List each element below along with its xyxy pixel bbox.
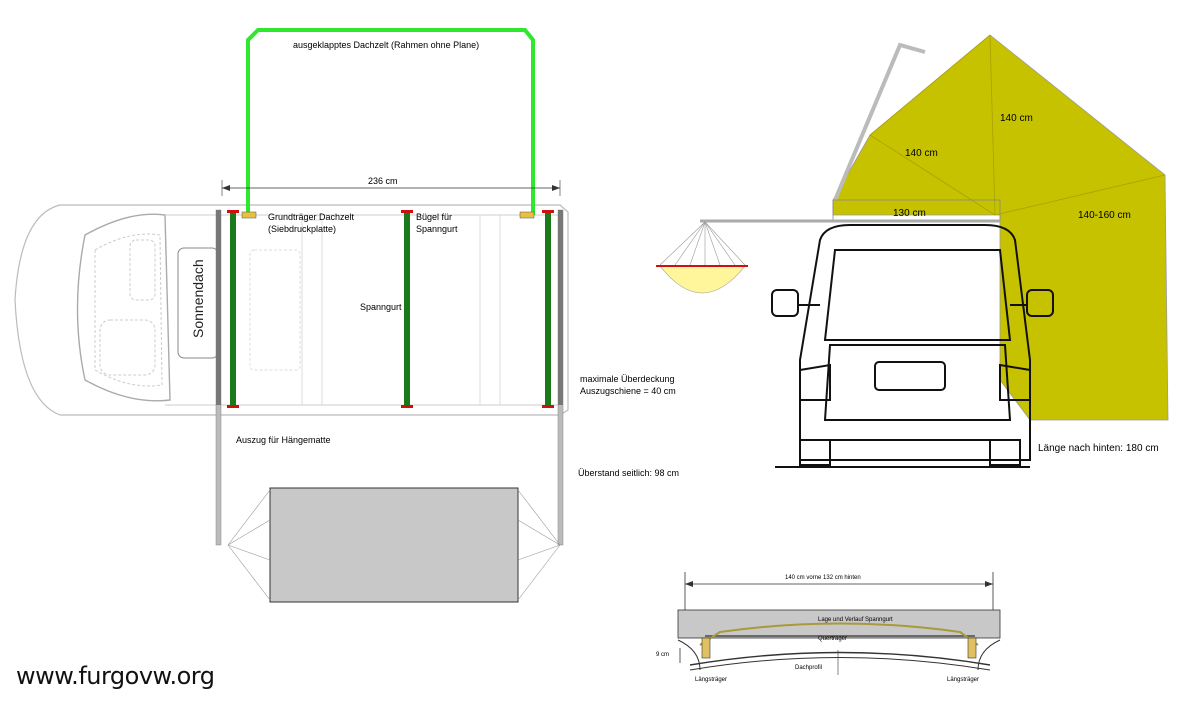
rear-length-label: Länge nach hinten: 180 cm [1038,443,1159,454]
width-dim-label: 236 cm [368,176,398,186]
strap-bar [404,212,410,406]
seat-shape-2 [99,319,156,376]
hammock-ropes [227,489,561,601]
rail-right-inner [558,210,563,405]
cs-rail-right [967,637,977,659]
strap-label: Spanngurt [360,302,402,312]
overlap-label-1: maximale Überdeckung [580,374,675,384]
tent-hinge-left [241,211,257,219]
overhang-label: Überstand seitlich: 98 cm [578,468,680,478]
van-front [771,224,1054,466]
arrow-left [222,185,230,191]
arrow-right [552,185,560,191]
cs-crossbar-label: Querträger [818,636,848,642]
tent-seams [869,34,1166,216]
roof-panel [249,249,301,371]
dim-140a-label: 140 cm [1000,113,1033,124]
tent-hinge-right [519,211,535,219]
cs-roof-profile [689,651,991,666]
cab-seats [94,233,163,387]
dim-140b-label: 140 cm [905,148,938,159]
cs-rail-left [701,637,711,659]
tent-frame-label: ausgeklapptes Dachzelt (Rahmen ohne Plan… [293,40,480,50]
seat-shape [129,239,156,301]
cs-right-edge [977,639,1001,671]
hammock-end-view [656,221,748,294]
cs-height-label: 9 cm [656,652,670,658]
tent-frame [246,28,535,215]
ladder-pole [833,42,926,201]
windshield [76,213,171,402]
dim-130-label: 130 cm [893,208,926,219]
base-rail-label-2: (Siebdruckplatte) [268,224,337,234]
cs-arrow-left [685,581,693,587]
strap-bar-label-1: Bügel für [416,212,453,222]
base-bar-2 [545,212,551,406]
strap-bar-label-2: Spanngurt [416,224,458,234]
top-view-van [14,204,569,416]
cs-left-edge [677,639,701,671]
hammock-panel [269,487,519,603]
cs-strap [699,622,979,646]
cs-long-rail-right-label: Längsträger [947,677,980,683]
hammock-label: Auszug für Hängematte [236,435,331,445]
rail-left-inner [216,210,221,405]
cs-long-rail-left-label: Längsträger [695,677,728,683]
overlap-label-2: Auszugschiene = 40 cm [580,386,676,396]
cs-arrow-right [985,581,993,587]
watermark: www.furgovw.org [16,662,215,690]
base-rail-label-1: Grundträger Dachzelt [268,212,355,222]
dim-140-160-label: 140-160 cm [1078,210,1131,221]
sunroof-label: Sonnendach [190,259,206,338]
cs-strap-path-label: Lage und Verlauf Spanngurt [818,617,893,623]
cs-width-label: 140 cm vorne 132 cm hinten [785,575,861,581]
cs-roof-profile-label: Dachprofil [795,665,823,671]
base-bar-1 [230,212,236,406]
strap-ends [227,210,554,408]
cs-roof-profile-inner [689,657,991,671]
van-outline [14,204,569,416]
